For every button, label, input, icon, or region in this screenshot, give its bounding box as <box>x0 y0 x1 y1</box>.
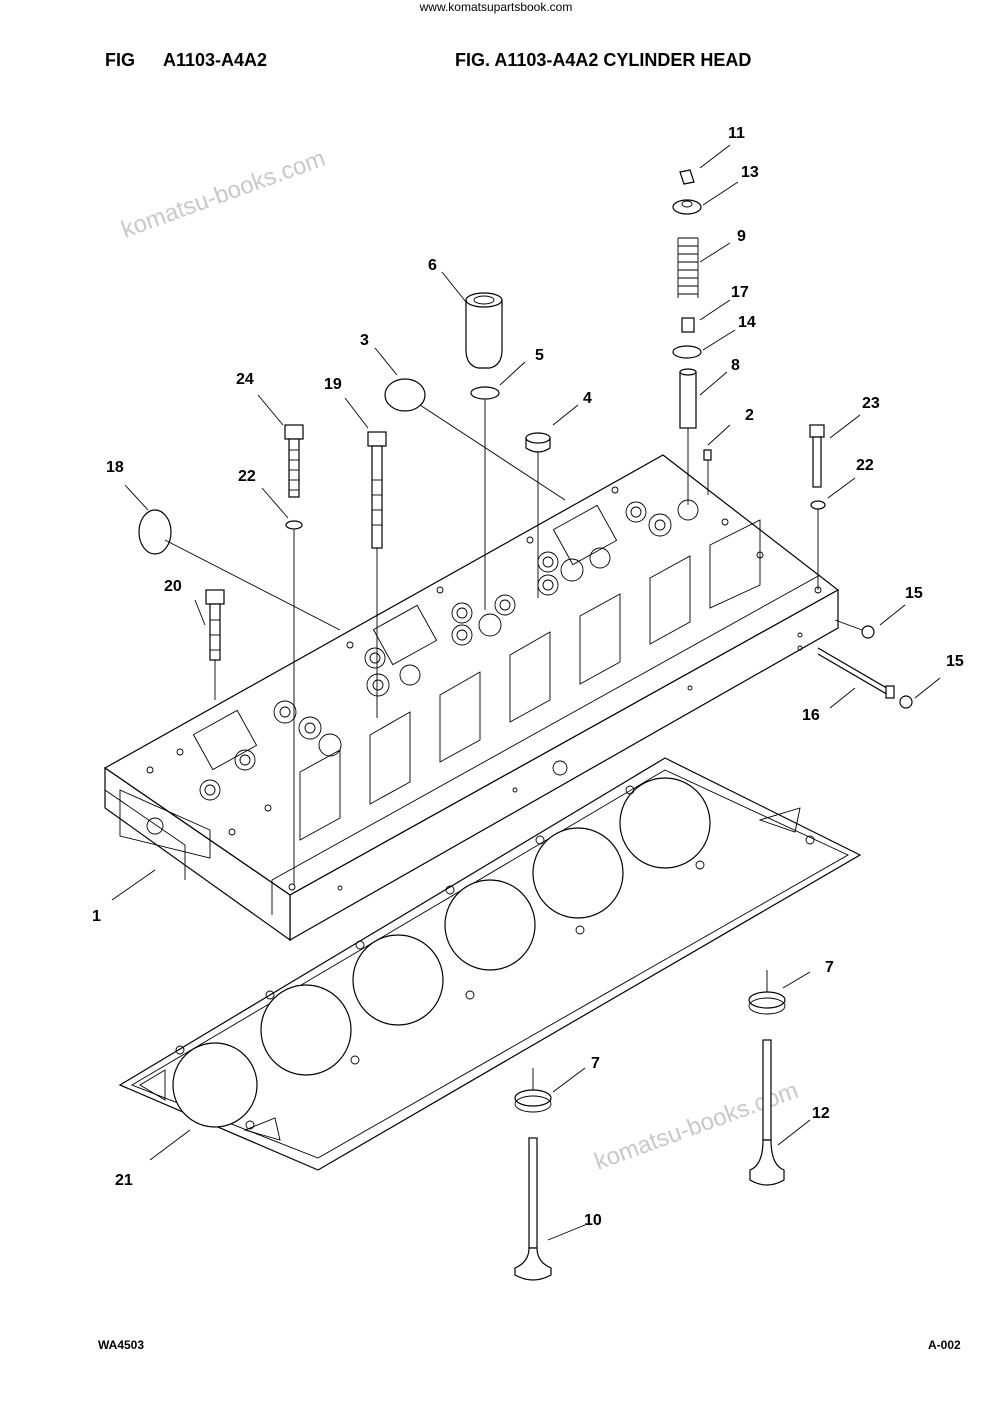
callout-24: 24 <box>236 371 254 388</box>
fig-label: FIG <box>105 50 135 70</box>
page-number: A-002 <box>928 1338 961 1352</box>
bolt-24 <box>284 424 304 498</box>
callout-12: 12 <box>812 1105 830 1122</box>
valve-seat-7 <box>748 991 786 1015</box>
bolt-20 <box>205 589 225 700</box>
callout-15b: 15 <box>946 653 964 670</box>
callout-22b: 22 <box>856 457 874 474</box>
dowel-2 <box>703 449 712 495</box>
cylinder-head <box>103 454 840 942</box>
callout-11: 11 <box>728 125 745 142</box>
plug-18 <box>138 509 341 631</box>
washer-22 <box>285 520 303 530</box>
callout-15: 15 <box>905 585 923 602</box>
exhaust-valve-12 <box>749 1039 785 1186</box>
bolt-23 <box>809 424 826 590</box>
callout-3: 3 <box>360 332 369 349</box>
callout-14: 14 <box>738 314 756 331</box>
callout-7b: 7 <box>591 1055 600 1072</box>
callout-8: 8 <box>731 357 740 374</box>
callout-18: 18 <box>106 459 124 476</box>
tube-16 <box>817 647 913 709</box>
callout-6: 6 <box>428 257 437 274</box>
figure-title: FIG. A1103-A4A2 CYLINDER HEAD <box>455 50 752 70</box>
o-ring-5 <box>470 386 500 400</box>
valve-seat-7b <box>514 1089 552 1113</box>
callout-7: 7 <box>825 959 834 976</box>
callout-13: 13 <box>741 164 759 181</box>
fig-code: A1103-A4A2 <box>163 50 268 70</box>
cup-plug-4 <box>525 432 551 598</box>
callout-9: 9 <box>737 228 746 245</box>
plug-3 <box>384 378 566 501</box>
spring-retainer-13 <box>672 199 702 215</box>
bolt-19 <box>367 431 387 718</box>
callout-4: 4 <box>583 390 592 407</box>
callout-21: 21 <box>115 1172 133 1189</box>
callout-22: 22 <box>238 468 256 485</box>
callout-16: 16 <box>802 707 820 724</box>
footer-code: WA4503 <box>98 1338 145 1352</box>
callout-19: 19 <box>324 376 342 393</box>
callout-10: 10 <box>584 1212 602 1229</box>
callout-20: 20 <box>164 578 182 595</box>
valve-stem-seal-17 <box>681 317 695 333</box>
callout-17: 17 <box>731 284 749 301</box>
head-gasket <box>118 757 862 1171</box>
callout-23: 23 <box>862 395 880 412</box>
callout-1: 1 <box>92 908 101 925</box>
valve-guide-8 <box>679 368 697 505</box>
callout-5: 5 <box>535 347 544 364</box>
plug-15 <box>834 619 875 639</box>
callout-leaders <box>111 144 941 1241</box>
callout-2: 2 <box>745 407 754 424</box>
source-url: www.komatsupartsbook.com <box>419 0 573 14</box>
spring-seat-14 <box>672 345 702 359</box>
watermark: komatsu-books.com <box>118 145 329 244</box>
injector-sleeve-6 <box>465 292 503 369</box>
valve-collet-11 <box>679 169 695 185</box>
valve-spring-9 <box>677 237 699 298</box>
intake-valve-10 <box>514 1137 552 1281</box>
